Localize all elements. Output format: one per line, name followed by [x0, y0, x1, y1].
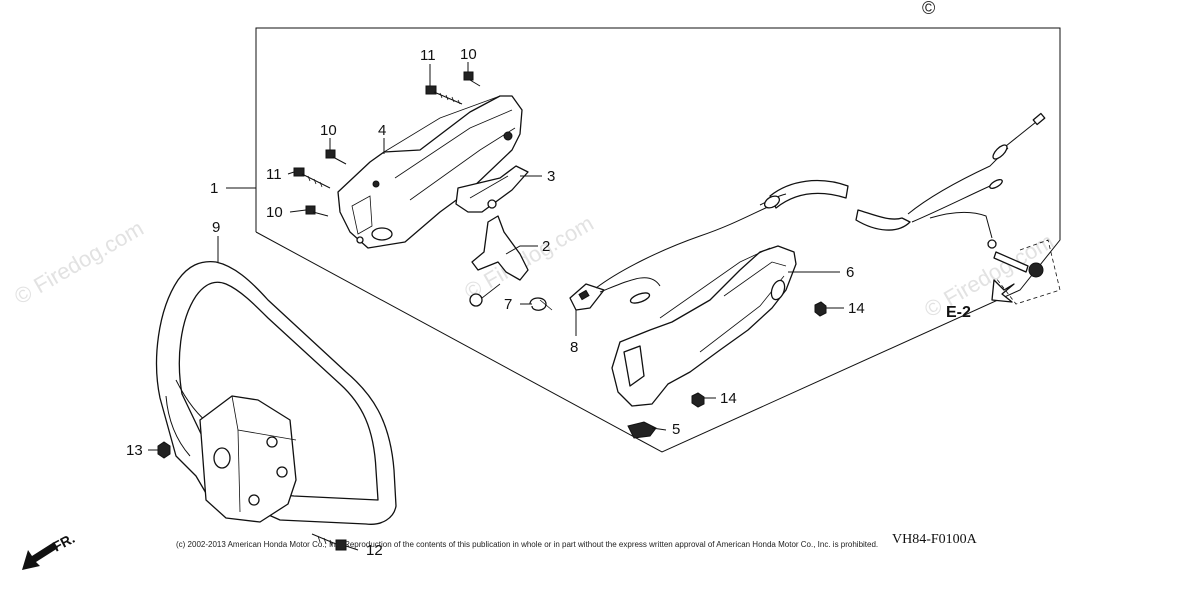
callout-9: 9: [212, 219, 220, 236]
front-direction-arrow: FR.: [22, 530, 77, 570]
part-10-screw[interactable]: [305, 205, 329, 217]
callout-7: 7: [504, 296, 512, 313]
callout-3: 3: [547, 168, 555, 185]
callout-12: 12: [366, 542, 383, 559]
part-4-upper-housing[interactable]: [337, 95, 523, 249]
part-14-nut[interactable]: [814, 301, 827, 317]
callout-13: 13: [126, 442, 143, 459]
part-2-lever[interactable]: [469, 215, 529, 307]
part-3-throttle-trigger[interactable]: [455, 165, 529, 213]
assembly-boundary: [255, 27, 1061, 453]
part-5-grommet[interactable]: [627, 421, 657, 439]
copyright-notice: (c) 2002-2013 American Honda Motor Co., …: [176, 540, 878, 549]
callout-14: 14: [848, 300, 865, 317]
callout-11: 11: [420, 47, 436, 64]
arrow-icon: [991, 279, 1015, 303]
part-13-nut[interactable]: [157, 441, 171, 459]
callout-8: 8: [570, 339, 578, 356]
part-12-bolt[interactable]: [311, 533, 347, 551]
front-label: FR.: [50, 530, 77, 555]
callout-6: 6: [846, 264, 854, 281]
callout-10: 10: [460, 46, 477, 63]
copyright-symbol: ©: [922, 0, 935, 18]
watermark: © Firedog.com: [10, 215, 148, 309]
callout-5: 5: [672, 421, 680, 438]
callout-14: 14: [720, 390, 737, 407]
callout-11: 11: [266, 166, 282, 183]
part-11-screw[interactable]: [293, 167, 331, 189]
part-11-screw[interactable]: [425, 85, 463, 105]
callout-2: 2: [542, 238, 550, 255]
throttle-cable: [759, 112, 1046, 249]
callout-4: 4: [378, 122, 386, 139]
leader-lines: [148, 62, 844, 551]
part-7-spring[interactable]: [529, 297, 553, 311]
e2-reference: E-2: [946, 239, 1061, 321]
callout-1: 1: [210, 180, 218, 197]
part-10-screw[interactable]: [463, 71, 481, 87]
part-8-switch[interactable]: [569, 205, 771, 311]
e2-label: E-2: [946, 304, 971, 321]
part-10-screw[interactable]: [325, 149, 347, 165]
arrow-icon: [22, 542, 58, 570]
part-6-rear-grip[interactable]: [611, 245, 797, 407]
part-14-nut[interactable]: [691, 392, 705, 408]
diagram-code: VH84-F0100A: [892, 532, 978, 547]
callout-10: 10: [320, 122, 337, 139]
handle-clamp-block[interactable]: [199, 395, 297, 523]
callout-10: 10: [266, 204, 283, 221]
